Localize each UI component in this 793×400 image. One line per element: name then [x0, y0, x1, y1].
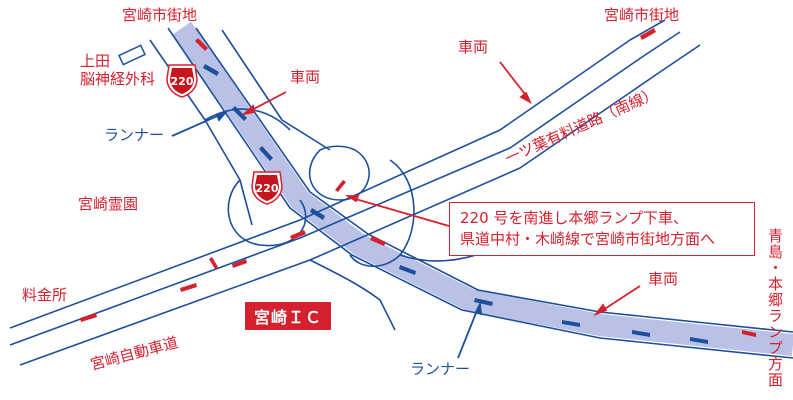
runner-arrow: [690, 337, 708, 344]
car-arrow: [290, 230, 306, 240]
runner-arrow: [259, 146, 273, 161]
car-arrow: [80, 313, 97, 322]
label-car-upper-right: 車両: [458, 38, 489, 56]
car-arrow: [180, 283, 197, 292]
label-city-center-top-right: 宮崎市街地: [604, 6, 680, 24]
label-tollgate: 料金所: [22, 286, 68, 304]
pointer-head: [240, 104, 256, 116]
car-arrow: [370, 236, 386, 246]
callout-line-1: 220 号を南進し本郷ランプ下車、: [460, 209, 688, 227]
runner-arrow: [310, 208, 325, 220]
label-car-lower-right: 車両: [648, 270, 679, 288]
route-220-shield-upper: 220: [166, 64, 198, 98]
pointer-car-lower-right: [599, 285, 641, 313]
pointer-runner-bottom: [457, 307, 479, 359]
toll-road-edge-a: [9, 19, 666, 329]
runner-arrow: [203, 64, 219, 76]
car-arrow: [335, 180, 346, 192]
label-cemetery: 宮崎霊園: [78, 195, 139, 213]
runner-arrow: [632, 330, 650, 337]
car-arrow: [640, 28, 656, 40]
pointer-head: [215, 110, 229, 122]
toll-road-edge-b: [9, 31, 681, 346]
loop-north: [308, 145, 370, 201]
car-arrow: [195, 38, 208, 51]
runner-arrow: [399, 265, 416, 275]
car-arrow: [742, 330, 756, 337]
route-220-shield-lower: 220: [251, 171, 283, 205]
pointer-callout: [351, 197, 450, 227]
clinic-building: [118, 44, 146, 66]
runner-arrow: [474, 298, 493, 306]
label-city-center-top-left: 宮崎市街地: [122, 6, 198, 24]
label-clinic: 上田 脳神経外科: [80, 52, 156, 88]
callout-line-2: 県道中村・木崎線で宮崎市街地方面へ: [460, 230, 716, 248]
pointer-runner-left: [171, 113, 223, 137]
svg-text:220: 220: [171, 75, 194, 88]
car-arrows: [80, 28, 756, 337]
label-expressway: 宮崎自動車道: [88, 333, 180, 374]
car-pointers: [240, 61, 641, 317]
interchange-label: 宮崎ＩＣ: [245, 302, 331, 330]
runner-arrow: [562, 320, 580, 327]
ramp-south: [309, 259, 396, 331]
pointer-head: [344, 195, 360, 203]
frontage-road-b: [221, 29, 331, 151]
pointer-head: [593, 303, 608, 317]
svg-text:220: 220: [256, 182, 279, 195]
toll-road-edge-c: [19, 44, 701, 366]
car-arrow: [209, 257, 218, 269]
pointer-head: [474, 300, 483, 316]
label-runner-bottom: ランナー: [410, 360, 471, 378]
runner-arrow: [232, 106, 247, 121]
route-instruction-callout: 220 号を南進し本郷ランプ下車、 県道中村・木崎線で宮崎市街地方面へ: [449, 202, 755, 256]
label-car-upper-left: 車両: [290, 68, 321, 86]
runner-pointers: [171, 110, 483, 359]
route-220-edge-b: [195, 27, 793, 333]
pointer-car-upper-right: [499, 61, 529, 99]
pointer-head: [519, 91, 532, 105]
car-arrow: [232, 259, 247, 268]
label-direction-aoshima: 青島・本郷ランプ方面: [766, 228, 784, 388]
label-runner-left: ランナー: [104, 126, 165, 144]
loop-west: [227, 179, 307, 247]
runner-arrows: [203, 64, 708, 344]
